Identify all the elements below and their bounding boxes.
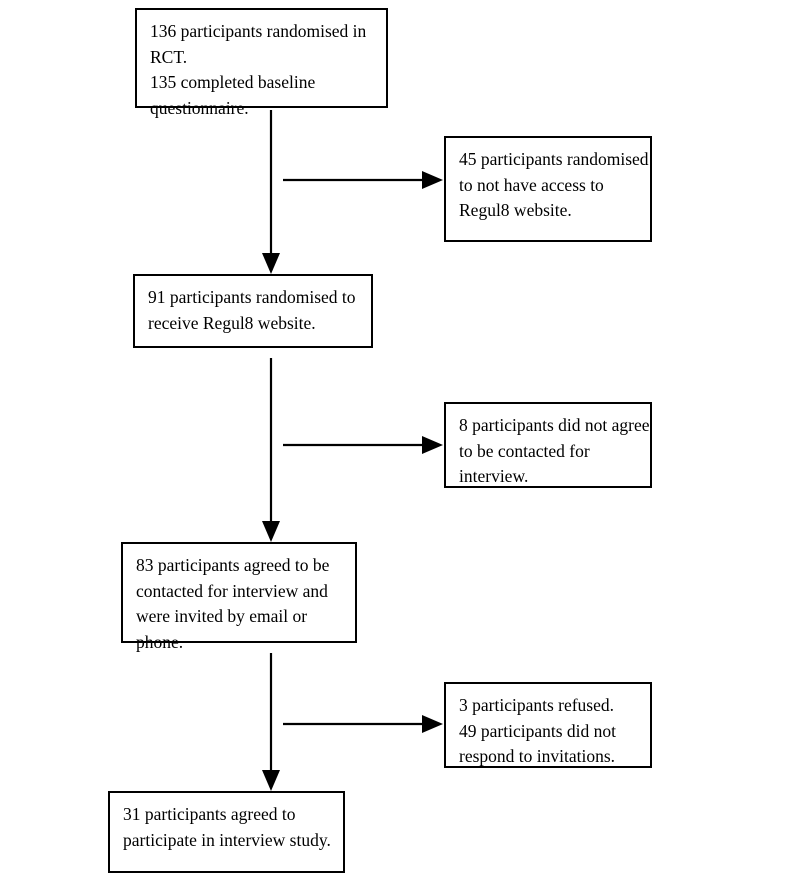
connector-receive-website-to-not-agree-contact	[283, 436, 443, 454]
node-agreed-participate: 31 participants agreed to participate in…	[108, 791, 345, 873]
node-not-agree-contact: 8 participants did not agree to be conta…	[444, 402, 652, 488]
node-no-access: 45 participants randomised to not have a…	[444, 136, 652, 242]
connector-agreed-contact-to-agreed-participate	[262, 653, 280, 791]
connector-randomised-to-receive-website	[262, 110, 280, 274]
connector-receive-website-to-agreed-contact	[262, 358, 280, 542]
node-refused-no-response: 3 participants refused. 49 participants …	[444, 682, 652, 768]
node-agreed-contact: 83 participants agreed to be contacted f…	[121, 542, 357, 652]
node-receive-website: 91 participants randomised to receive Re…	[133, 274, 373, 348]
connector-agreed-contact-to-refused-no-response	[283, 715, 443, 733]
connector-randomised-to-no-access	[283, 171, 443, 189]
node-randomised: 136 participants randomised in RCT. 135 …	[135, 8, 388, 118]
